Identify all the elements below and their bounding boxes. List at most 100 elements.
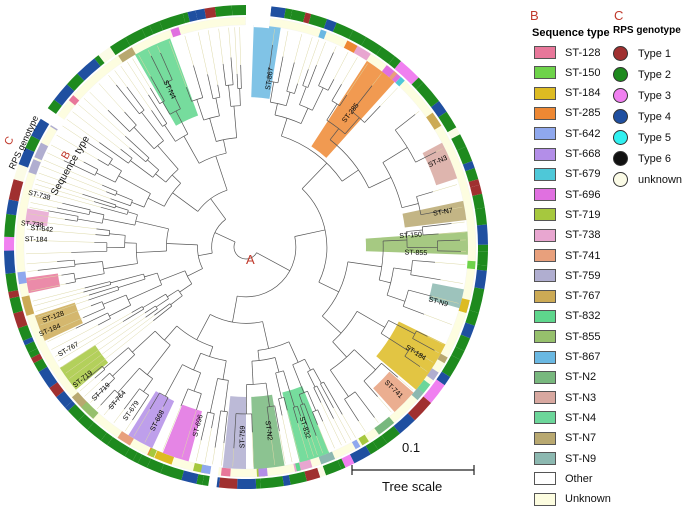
legend-c-item-swatch xyxy=(613,109,628,124)
legend-b-item-swatch xyxy=(534,208,556,221)
clade-label: ST-759 xyxy=(239,426,246,449)
rps-ring-segment xyxy=(232,5,246,15)
legend-c-item-label: Type 1 xyxy=(638,48,671,60)
legend-b-item-swatch xyxy=(534,188,556,201)
legend-b-item-swatch xyxy=(534,148,556,161)
legend-b-item-swatch xyxy=(534,310,556,323)
legend-c-item-type-5: Type 5 xyxy=(613,130,671,145)
legend-c-letter: C xyxy=(614,8,623,23)
legend-b-item-st-738: ST-738 xyxy=(534,229,600,242)
phylogenetic-tree: ST-867ST-285ST-N3ST-N7ST-855ST-N9ST-184S… xyxy=(0,0,515,498)
legend-c-item-label: Type 6 xyxy=(638,153,671,165)
rps-ring-segment xyxy=(260,476,284,488)
st-ring-segment xyxy=(221,468,231,477)
legend-b-item-st-n2: ST-N2 xyxy=(534,371,596,384)
legend-b-item-label: ST-855 xyxy=(565,331,600,343)
legend-b-item-label: ST-128 xyxy=(565,47,600,59)
legend-c-item-label: unknown xyxy=(638,174,682,186)
legend-b-item-label: ST-N4 xyxy=(565,412,596,424)
st-ring-segment xyxy=(258,468,267,477)
rps-ring-segment xyxy=(6,199,18,215)
scale-value: 0.1 xyxy=(402,440,420,455)
rps-ring-segment xyxy=(204,7,216,18)
legend-c-item-swatch xyxy=(613,88,628,103)
legend-b-item-st-285: ST-285 xyxy=(534,107,600,120)
legend-b-item-label: ST-668 xyxy=(565,148,600,160)
legend-b-item-label: ST-N3 xyxy=(565,392,596,404)
legend-b-item-swatch xyxy=(534,493,556,506)
legend-b-item-st-832: ST-832 xyxy=(534,310,600,323)
legend-b-item-label: ST-832 xyxy=(565,310,600,322)
legend-c-item-type-1: Type 1 xyxy=(613,46,671,61)
st-ring-segment xyxy=(17,272,27,285)
rps-ring-segment xyxy=(270,6,285,18)
rps-ring-segment xyxy=(290,9,305,22)
legend-b-item-st-642: ST-642 xyxy=(534,127,600,140)
legend-b-item-label: ST-738 xyxy=(565,229,600,241)
rps-ring-segment xyxy=(181,471,198,484)
legend-b-item-swatch xyxy=(534,371,556,384)
clade-label: ST-184 xyxy=(25,236,48,244)
legend-b-item-other: Other xyxy=(534,472,593,485)
rps-ring-segment xyxy=(13,311,27,329)
legend-c-item-type-3: Type 3 xyxy=(613,88,671,103)
legend-b-item-st-741: ST-741 xyxy=(534,249,600,262)
rps-ring-segment xyxy=(219,478,237,489)
legend-b-item-label: ST-867 xyxy=(565,351,600,363)
ring-gap xyxy=(254,3,272,28)
rps-ring-segment xyxy=(6,273,19,292)
legend-b-item-label: ST-696 xyxy=(565,189,600,201)
clade-wedge xyxy=(26,273,60,293)
legend-c-item-type-4: Type 4 xyxy=(613,109,671,124)
rps-ring-segment xyxy=(237,479,256,489)
rps-ring-segment xyxy=(474,270,486,289)
legend-b-item-label: ST-N7 xyxy=(565,432,596,444)
legend-c-item-label: Type 4 xyxy=(638,111,671,123)
legend-b-item-unknown: Unknown xyxy=(534,493,611,506)
legend-b-item-st-759: ST-759 xyxy=(534,269,600,282)
legend-b-item-label: ST-285 xyxy=(565,107,600,119)
legend-b-item-label: ST-N2 xyxy=(565,371,596,383)
legend-b-item-swatch xyxy=(534,249,556,262)
legend-b-item-label: ST-679 xyxy=(565,168,600,180)
legend-b-item-swatch xyxy=(534,87,556,100)
legend-b-item-swatch xyxy=(534,168,556,181)
rps-ring-segment xyxy=(477,252,488,266)
legend-c-item-type-6: Type 6 xyxy=(613,151,671,166)
legend-b-item-swatch xyxy=(534,269,556,282)
legend-c-title: RPS genotype xyxy=(613,25,681,36)
legend-b-item-st-n3: ST-N3 xyxy=(534,391,596,404)
legend-b-item-label: ST-184 xyxy=(565,87,600,99)
legend-b-item-swatch xyxy=(534,472,556,485)
legend-b-item-st-719: ST-719 xyxy=(534,208,600,221)
legend-b-item-st-679: ST-679 xyxy=(534,168,600,181)
legend-b-item-swatch xyxy=(534,127,556,140)
st-ring-segment xyxy=(467,261,476,269)
legend-b-item-swatch xyxy=(534,330,556,343)
rps-ring-segment xyxy=(4,214,16,237)
rps-ring-segment xyxy=(4,250,15,273)
legend-b-item-st-n4: ST-N4 xyxy=(534,411,596,424)
rps-ring-segment xyxy=(215,5,232,16)
legend-c-item-swatch xyxy=(613,46,628,61)
legend-b-item-label: ST-150 xyxy=(565,67,600,79)
legend-b-item-label: Other xyxy=(565,473,593,485)
legend-b-item-st-n9: ST-N9 xyxy=(534,452,596,465)
legend-c-item-type-2: Type 2 xyxy=(613,67,671,82)
ring-c-letter: C xyxy=(2,135,16,148)
legend-b-title: Sequence type xyxy=(532,27,610,39)
clade-label: ST-642 xyxy=(30,225,53,234)
clade-label: ST-855 xyxy=(404,249,427,257)
legend-c-item-label: Type 5 xyxy=(638,132,671,144)
legend-b-item-swatch xyxy=(534,229,556,242)
legend-c-item-unknown: unknown xyxy=(613,172,682,187)
rps-ring-segment xyxy=(289,472,307,485)
legend-c-item-label: Type 2 xyxy=(638,69,671,81)
legend-b-letter: B xyxy=(530,8,539,23)
clade-label: ST-738 xyxy=(27,190,51,202)
rps-ring-segment xyxy=(477,265,487,271)
legend-b-item-swatch xyxy=(534,411,556,424)
legend-c-item-swatch xyxy=(613,67,628,82)
legend-b-item-label: ST-719 xyxy=(565,209,600,221)
legend-b-item-swatch xyxy=(534,66,556,79)
